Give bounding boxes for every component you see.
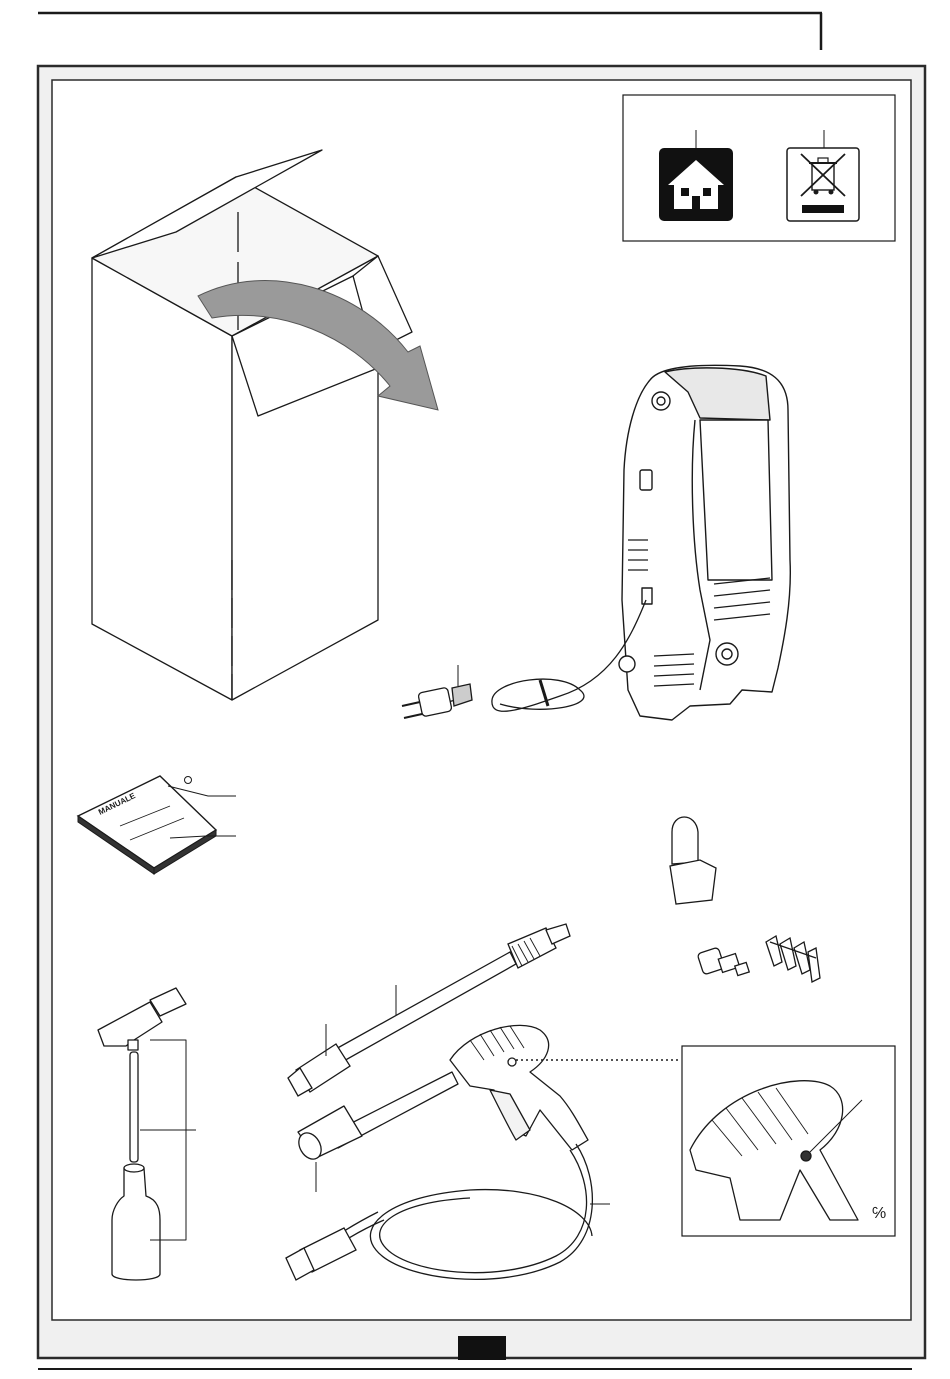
header-rule bbox=[38, 13, 822, 50]
symbols-box bbox=[623, 95, 895, 241]
page-marker-tab bbox=[458, 1336, 506, 1360]
inset-symbol: ℅ bbox=[872, 1205, 886, 1222]
gun-detail-inset: ℅ bbox=[682, 1046, 895, 1236]
pressure-washer-unit bbox=[619, 365, 790, 720]
